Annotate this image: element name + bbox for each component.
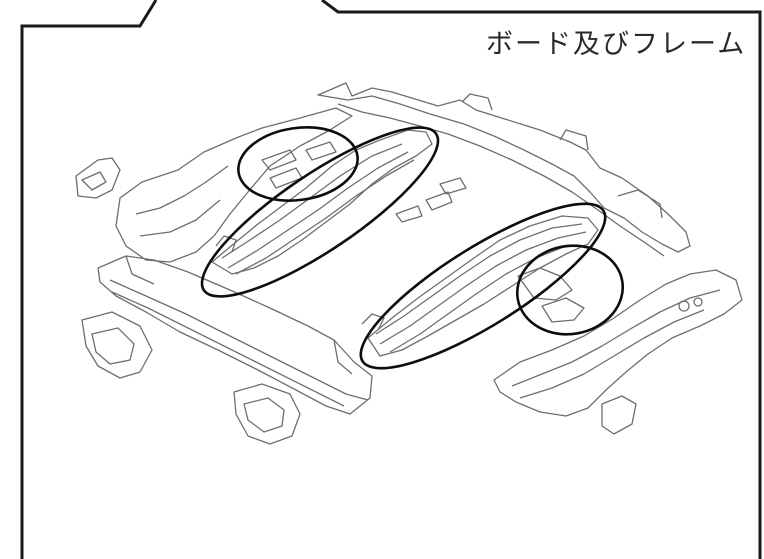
highlight-ellipse-right-floor <box>515 244 625 336</box>
front-brackets <box>81 311 301 445</box>
front-cross-member <box>97 255 373 415</box>
diagram-title: ボード及びフレーム <box>486 29 747 60</box>
highlight-ellipse-left-floor <box>237 126 359 202</box>
rear-frame-member <box>317 82 691 257</box>
highlight-marks <box>200 126 625 370</box>
highlight-ellipse-right-member <box>359 202 607 370</box>
right-side-panel <box>493 267 743 435</box>
left-side-panel <box>75 107 353 263</box>
highlight-ellipse-left-member <box>200 126 440 298</box>
